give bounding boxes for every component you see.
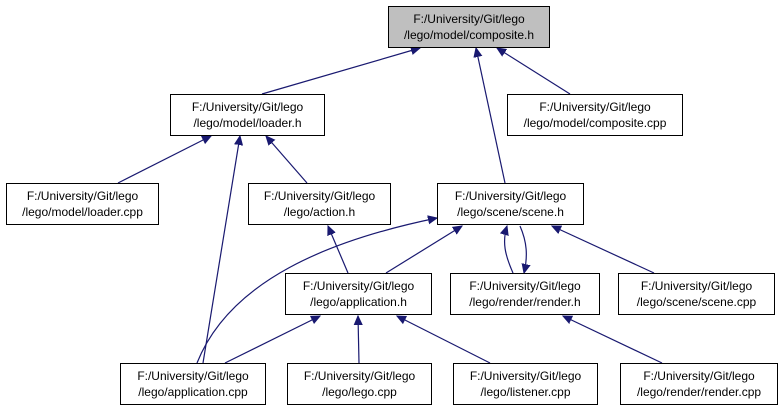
node-scene-cpp-line2: /lego/scene/scene.cpp [636,295,757,309]
edge-scene-h-to-composite-h [476,48,506,184]
node-scene-h[interactable]: F:/University/Git/lego /lego/scene/scene… [437,183,584,225]
node-composite-h-line1: F:/University/Git/lego [413,12,525,26]
edge-application-h-to-action-h [328,226,349,274]
edge-render-h-to-scene-h [505,226,514,274]
node-render-h-line2: /lego/render/render.h [469,295,581,309]
node-scene-cpp-line1: F:/University/Git/lego [640,279,753,293]
edge-scene-cpp-to-scene-h [552,225,655,274]
node-composite-cpp-line1: F:/University/Git/lego [539,100,651,114]
node-application-h-line2: /lego/application.h [310,295,407,309]
edge-composite-cpp-to-composite-h [497,48,571,95]
node-render-cpp-line2: /lego/render/render.cpp [636,385,762,399]
node-scene-cpp[interactable]: F:/University/Git/lego /lego/scene/scene… [618,273,775,315]
node-application-cpp[interactable]: F:/University/Git/lego /lego/application… [120,363,266,405]
node-composite-h: F:/University/Git/lego /lego/model/compo… [388,6,550,48]
node-loader-cpp-line2: /lego/model/loader.cpp [22,205,143,219]
edge-application-cpp-to-application-h [224,316,320,364]
edge-scene-h-to-render-h [519,225,526,273]
node-loader-h-line2: /lego/model/loader.h [193,116,302,130]
node-lego-cpp-line2: /lego/lego.cpp [322,385,397,399]
node-lego-cpp-line1: F:/University/Git/lego [303,369,416,383]
node-listener-cpp-line1: F:/University/Git/lego [469,369,582,383]
node-loader-h-line1: F:/University/Git/lego [191,100,304,114]
node-action-h-line1: F:/University/Git/lego [263,189,376,203]
edge-action-h-to-loader-h [266,136,308,184]
edge-loader-cpp-to-loader-h [117,136,211,184]
node-loader-cpp[interactable]: F:/University/Git/lego /lego/model/loade… [6,183,159,225]
node-application-h-line1: F:/University/Git/lego [302,279,415,293]
node-application-cpp-line2: /lego/application.cpp [138,385,248,399]
node-composite-h-line2: /lego/model/composite.h [403,28,535,42]
edge-lego-cpp-to-application-h [358,316,359,364]
edge-listener-cpp-to-application-h [397,316,491,364]
node-loader-h[interactable]: F:/University/Git/lego /lego/model/loade… [170,94,325,136]
edge-application-cpp-to-loader-h [202,136,240,364]
node-render-h[interactable]: F:/University/Git/lego /lego/render/rend… [450,273,600,315]
node-listener-cpp[interactable]: F:/University/Git/lego /lego/listener.cp… [453,363,598,405]
node-render-cpp-line1: F:/University/Git/lego [643,369,755,383]
node-scene-h-line1: F:/University/Git/lego [454,189,567,203]
node-action-h[interactable]: F:/University/Git/lego /lego/action.h [248,183,391,225]
edge-loader-h-to-composite-h [261,48,420,95]
edge-application-cpp-to-scene-h [196,218,437,364]
edge-render-cpp-to-render-h [563,315,663,364]
node-lego-cpp[interactable]: F:/University/Git/lego /lego/lego.cpp [287,363,432,405]
node-application-cpp-line1: F:/University/Git/lego [137,369,249,383]
node-action-h-line2: /lego/action.h [283,205,356,219]
node-loader-cpp-line1: F:/University/Git/lego [26,189,139,203]
node-scene-h-line2: /lego/scene/scene.h [457,205,564,219]
node-render-cpp[interactable]: F:/University/Git/lego /lego/render/rend… [620,363,778,405]
node-composite-cpp-line2: /lego/model/composite.cpp [523,116,667,130]
node-render-h-line1: F:/University/Git/lego [469,279,581,293]
edge-application-h-to-scene-h [385,226,462,274]
node-application-h[interactable]: F:/University/Git/lego /lego/application… [285,273,432,315]
node-composite-cpp[interactable]: F:/University/Git/lego /lego/model/compo… [507,94,683,136]
node-listener-cpp-line2: /lego/listener.cpp [480,385,571,399]
